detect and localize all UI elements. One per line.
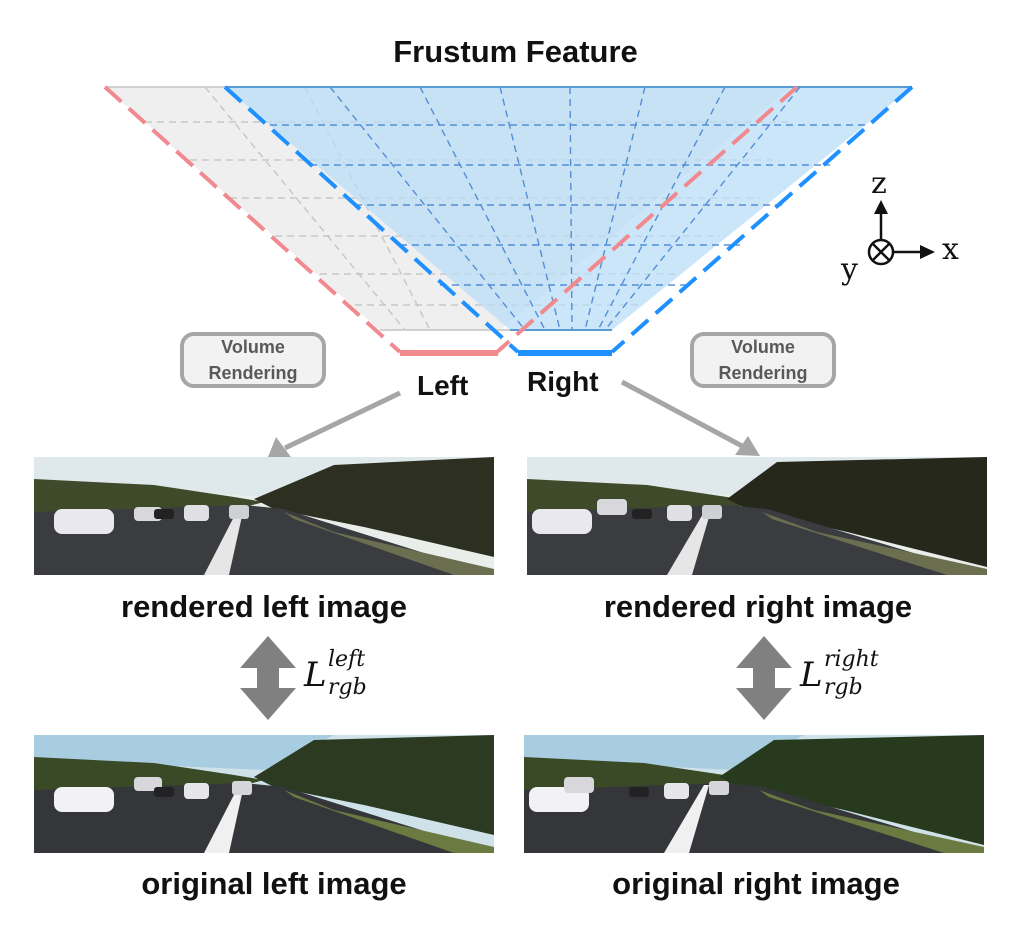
right-frustum-grid — [270, 86, 870, 331]
loss-symbol: L — [800, 655, 823, 695]
axis-z-label: z — [871, 166, 887, 201]
volume-rendering-line2: Rendering — [718, 363, 808, 383]
volume-rendering-line1: Volume — [221, 337, 285, 357]
left-rgb-loss: L left rgb — [304, 647, 394, 715]
rendered-right-image — [527, 457, 987, 575]
right-ray-outer — [610, 85, 914, 354]
left-double-arrow — [240, 636, 296, 720]
volume-rendering-line1: Volume — [731, 337, 795, 357]
axis-x-label: x — [942, 232, 959, 267]
left-ray-inner — [495, 85, 799, 354]
diagram-title: Frustum Feature — [393, 34, 638, 69]
loss-subscript: rgb — [824, 675, 863, 700]
original-left-caption: original left image — [141, 866, 407, 901]
loss-subscript: rgb — [328, 675, 367, 700]
right-render-arrow — [620, 379, 744, 449]
rendered-left-image — [34, 457, 494, 575]
right-rgb-loss: L right rgb — [800, 647, 900, 715]
right-ray-inner — [223, 85, 520, 354]
right-frustum — [225, 87, 912, 330]
render-arrows — [268, 379, 760, 457]
loss-double-arrows — [240, 636, 792, 720]
original-left-image — [34, 735, 494, 853]
axis-y-label: y — [841, 252, 858, 287]
axes-icon — [867, 200, 935, 266]
rendered-left-caption: rendered left image — [121, 589, 407, 624]
left-camera-label: Left — [417, 370, 469, 401]
left-render-arrow — [283, 390, 402, 451]
right-double-arrow — [736, 636, 792, 720]
original-right-caption: original right image — [612, 866, 900, 901]
left-ray-outer — [103, 85, 402, 354]
volume-rendering-box-right: Volume Rendering — [690, 332, 836, 388]
loss-superscript: left — [328, 647, 366, 672]
volume-rendering-line2: Rendering — [208, 363, 298, 383]
rendered-right-caption: rendered right image — [603, 589, 913, 624]
volume-rendering-box-left: Volume Rendering — [180, 332, 326, 388]
loss-symbol: L — [304, 655, 327, 695]
original-right-image — [524, 735, 984, 853]
right-camera-label: Right — [527, 366, 599, 397]
loss-superscript: right — [824, 647, 879, 672]
